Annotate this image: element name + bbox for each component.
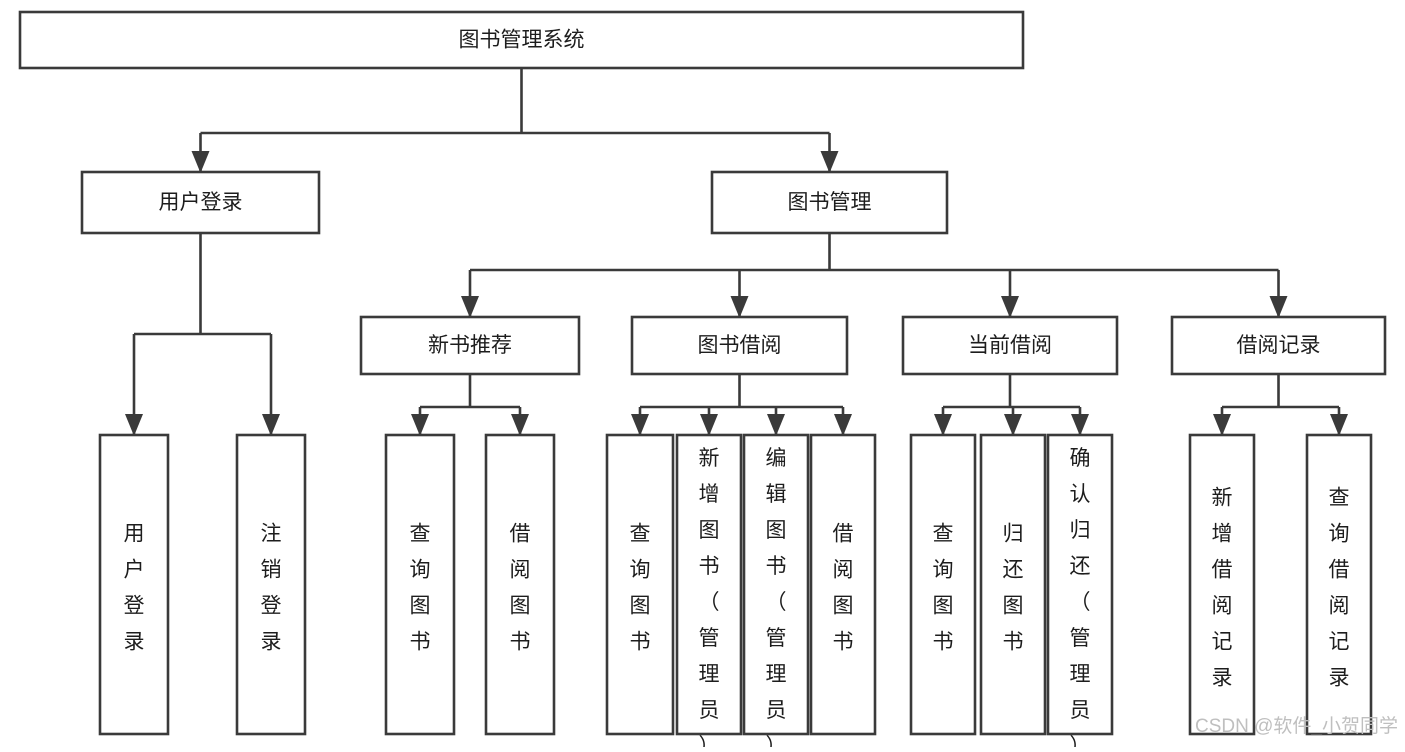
- connector-group-borrow-record: [1213, 374, 1348, 436]
- node-box-leaf-edit-book[interactable]: [742, 433, 810, 736]
- node-label-book-manage: 图书管理: [788, 191, 872, 214]
- node-label-root: 图书管理系统: [459, 29, 585, 52]
- node-box-leaf-user-login[interactable]: [98, 433, 170, 736]
- node-box-leaf-query-book-2[interactable]: [605, 433, 675, 736]
- arrow-head-icon: [1213, 414, 1231, 436]
- arrow-head-icon: [730, 296, 749, 318]
- node-label-leaf-return-book: 归还图书: [1003, 523, 1024, 654]
- node-leaf-query-record[interactable]: 查询借阅记录: [1305, 433, 1373, 736]
- node-root[interactable]: 图书管理系统: [18, 10, 1025, 70]
- node-box-book-manage[interactable]: [710, 170, 949, 235]
- arrow-head-icon: [820, 151, 839, 173]
- arrow-head-icon: [1269, 296, 1288, 318]
- node-leaf-return-book[interactable]: 归还图书: [979, 433, 1047, 736]
- node-label-new-book-recommend: 新书推荐: [428, 334, 512, 357]
- node-box-new-book-recommend[interactable]: [359, 315, 581, 376]
- arrow-head-icon: [1001, 296, 1019, 318]
- node-label-book-borrow: 图书借阅: [698, 334, 782, 357]
- node-current-borrow[interactable]: 当前借阅: [901, 315, 1119, 376]
- node-book-manage[interactable]: 图书管理: [710, 170, 949, 235]
- arrow-head-icon: [411, 414, 429, 436]
- connector-group-new-book-recommend: [411, 374, 529, 436]
- node-label-leaf-user-login: 用户登录: [124, 523, 145, 654]
- node-box-leaf-query-book-3[interactable]: [909, 433, 977, 736]
- arrow-head-icon: [1330, 414, 1348, 436]
- arrow-head-icon: [700, 414, 718, 436]
- node-box-leaf-confirm-return[interactable]: [1046, 433, 1114, 736]
- node-box-leaf-logout[interactable]: [235, 433, 307, 736]
- node-label-leaf-add-book: 新增图书（管理员）: [699, 447, 720, 747]
- node-box-leaf-return-book[interactable]: [979, 433, 1047, 736]
- node-label-leaf-borrow-book-1: 借阅图书: [510, 523, 531, 654]
- node-box-leaf-query-book-1[interactable]: [384, 433, 456, 736]
- node-box-root[interactable]: [18, 10, 1025, 70]
- node-user-login[interactable]: 用户登录: [80, 170, 321, 235]
- connector-group-current-borrow: [934, 374, 1089, 436]
- node-borrow-record[interactable]: 借阅记录: [1170, 315, 1387, 376]
- connector-group-user-login: [125, 233, 280, 436]
- node-leaf-query-book-3[interactable]: 查询图书: [909, 433, 977, 736]
- node-box-current-borrow[interactable]: [901, 315, 1119, 376]
- arrow-head-icon: [934, 414, 952, 436]
- node-new-book-recommend[interactable]: 新书推荐: [359, 315, 581, 376]
- node-leaf-borrow-book-2[interactable]: 借阅图书: [809, 433, 877, 736]
- node-label-leaf-query-record: 查询借阅记录: [1329, 487, 1350, 690]
- node-box-user-login[interactable]: [80, 170, 321, 235]
- arrow-head-icon: [767, 414, 785, 436]
- connector-group-book-manage: [461, 233, 1288, 318]
- connector-group-root: [191, 68, 839, 173]
- node-box-book-borrow[interactable]: [630, 315, 849, 376]
- connector-layer: [125, 68, 1348, 436]
- node-leaf-query-book-2[interactable]: 查询图书: [605, 433, 675, 736]
- node-box-leaf-add-record[interactable]: [1188, 433, 1256, 736]
- node-leaf-add-book[interactable]: 新增图书（管理员）: [675, 433, 743, 752]
- connector-group-book-borrow: [631, 374, 852, 436]
- node-label-leaf-edit-book: 编辑图书（管理员）: [766, 447, 787, 747]
- node-box-leaf-borrow-book-1[interactable]: [484, 433, 556, 736]
- arrow-head-icon: [125, 414, 143, 436]
- arrow-head-icon: [511, 414, 529, 436]
- node-label-leaf-query-book-1: 查询图书: [410, 523, 431, 654]
- node-leaf-confirm-return[interactable]: 确认归还（管理员）: [1046, 433, 1114, 752]
- node-leaf-query-book-1[interactable]: 查询图书: [384, 433, 456, 736]
- arrow-head-icon: [191, 151, 210, 173]
- node-leaf-user-login[interactable]: 用户登录: [98, 433, 170, 736]
- node-label-leaf-query-book-3: 查询图书: [933, 523, 954, 654]
- arrow-head-icon: [1004, 414, 1022, 436]
- node-label-leaf-query-book-2: 查询图书: [630, 523, 651, 654]
- node-box-leaf-borrow-book-2[interactable]: [809, 433, 877, 736]
- arrow-head-icon: [262, 414, 280, 436]
- node-label-leaf-add-record: 新增借阅记录: [1212, 487, 1233, 690]
- node-box-leaf-query-record[interactable]: [1305, 433, 1373, 736]
- csdn-watermark: CSDN @软件_小贺同学: [1195, 715, 1398, 737]
- node-label-leaf-borrow-book-2: 借阅图书: [833, 523, 854, 654]
- node-label-user-login: 用户登录: [159, 191, 243, 214]
- arrow-head-icon: [1071, 414, 1089, 436]
- node-leaf-add-record[interactable]: 新增借阅记录: [1188, 433, 1256, 736]
- node-box-borrow-record[interactable]: [1170, 315, 1387, 376]
- node-leaf-logout[interactable]: 注销登录: [235, 433, 307, 736]
- node-book-borrow[interactable]: 图书借阅: [630, 315, 849, 376]
- arrow-head-icon: [461, 296, 479, 318]
- node-label-leaf-logout: 注销登录: [261, 523, 282, 654]
- node-layer: 图书管理系统用户登录图书管理新书推荐图书借阅当前借阅借阅记录用户登录注销登录查询…: [18, 10, 1387, 752]
- node-leaf-edit-book[interactable]: 编辑图书（管理员）: [742, 433, 810, 752]
- arrow-head-icon: [834, 414, 852, 436]
- node-label-current-borrow: 当前借阅: [968, 334, 1052, 357]
- node-box-leaf-add-book[interactable]: [675, 433, 743, 736]
- node-leaf-borrow-book-1[interactable]: 借阅图书: [484, 433, 556, 736]
- node-label-leaf-confirm-return: 确认归还（管理员）: [1070, 447, 1091, 747]
- arrow-head-icon: [631, 414, 649, 436]
- node-label-borrow-record: 借阅记录: [1237, 334, 1321, 357]
